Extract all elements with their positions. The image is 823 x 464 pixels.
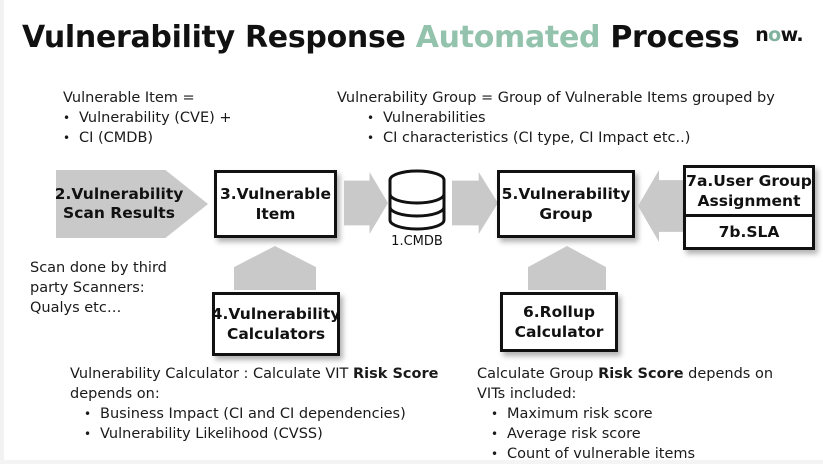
calc-note-heading-line-2: depends on: [70, 386, 160, 402]
arrow-right-icon-cmdb-to-group [452, 172, 498, 234]
flow-node-vulnerability-calculators[interactable]: 4.Vulnerability Calculators [212, 292, 340, 356]
vulnerability-group-line-1: 5.Vulnerability [501, 185, 631, 203]
arrow-left-icon-assignment-to-group [638, 170, 688, 242]
logo-text-post: w. [780, 24, 804, 46]
group-note-heading-post: depends on [683, 366, 774, 382]
vulnerability-calculators-line-2: Calculators [226, 325, 326, 343]
scan-note-line-1: Scan done by third [30, 260, 167, 276]
flow-node-vulnerable-item-label: 3.Vulnerable Item [220, 184, 331, 224]
flow-node-vulnerable-item[interactable]: 3.Vulnerable Item [214, 170, 337, 238]
definition-left-heading: Vulnerable Item = [63, 90, 195, 106]
group-note-bullet-2: Average risk score [477, 424, 773, 444]
definition-left-bullet-2: CI (CMDB) [63, 128, 232, 148]
flow-node-vulnerability-group-label: 5.Vulnerability Group [502, 184, 631, 224]
vulnerability-calculators-line-1: 4.Vulnerability [211, 305, 341, 323]
vulnerable-item-line-2: Item [255, 205, 296, 223]
definition-right-heading: Vulnerability Group = Group of Vulnerabl… [337, 90, 775, 106]
note-vulnerability-calculator: Vulnerability Calculator : Calculate VIT… [70, 364, 438, 444]
title-part-2: Process [600, 20, 740, 55]
scan-results-line-2: Scan Results [63, 204, 175, 222]
vulnerability-group-line-2: Group [539, 205, 593, 223]
definition-vulnerability-group: Vulnerability Group = Group of Vulnerabl… [337, 88, 775, 148]
calc-note-heading-pre: Vulnerability Calculator : Calculate VIT [70, 366, 354, 382]
note-group-risk-score: Calculate Group Risk Score depends on VI… [477, 364, 773, 464]
group-note-heading-pre: Calculate Group [477, 366, 599, 382]
flow-node-user-group-assignment[interactable]: 7a.User Group Assignment [686, 168, 812, 214]
note-third-party-scanners: Scan done by third party Scanners: Qualy… [30, 258, 167, 318]
group-note-heading: Calculate Group Risk Score depends on [477, 364, 773, 384]
arrow-up-icon-calculators-to-item [234, 246, 316, 290]
scan-note-line-2: party Scanners: [30, 280, 145, 296]
flow-node-sla[interactable]: 7b.SLA [686, 214, 812, 247]
calc-note-bullet-1: Business Impact (CI and CI dependencies) [70, 404, 438, 424]
user-group-assignment-line-2: Assignment [697, 192, 801, 210]
flow-node-rollup-calculator-label: 6.Rollup Calculator [515, 302, 604, 342]
flow-node-user-group-assignment-label: 7a.User Group Assignment [686, 171, 812, 211]
arrow-up-icon-rollup-to-group [528, 246, 606, 290]
scan-results-line-1: 2.Vulnerability [54, 185, 184, 203]
flow-node-vulnerability-calculators-label: 4.Vulnerability Calculators [212, 304, 341, 344]
rollup-calculator-line-2: Calculator [514, 323, 604, 341]
arrow-right-icon-item-to-cmdb [344, 172, 388, 234]
definition-right-bullet-1: Vulnerabilities [337, 108, 775, 128]
page-title: Vulnerability Response Automated Process [22, 20, 740, 55]
flow-node-rollup-calculator[interactable]: 6.Rollup Calculator [500, 292, 618, 352]
user-group-assignment-line-1: 7a.User Group [686, 172, 812, 190]
group-note-heading-line-2: VITs included: [477, 386, 577, 402]
logo-text-pre: n [755, 24, 769, 46]
definition-left-bullet-1: Vulnerability (CVE) + [63, 108, 232, 128]
flow-node-cmdb-label: 1.CMDB [391, 234, 443, 249]
flow-node-cmdb[interactable] [384, 168, 450, 232]
definition-vulnerable-item: Vulnerable Item = Vulnerability (CVE) + … [63, 88, 232, 148]
flow-node-scan-results-label: 2.Vulnerability Scan Results [54, 185, 208, 223]
flow-node-sla-label: 7b.SLA [718, 223, 780, 241]
title-part-1: Vulnerability Response [22, 20, 416, 55]
vulnerable-item-line-1: 3.Vulnerable [219, 185, 332, 203]
flow-node-vulnerability-group[interactable]: 5.Vulnerability Group [497, 170, 635, 238]
slide-left-edge [0, 0, 4, 464]
database-cylinder-icon [388, 169, 446, 231]
calc-note-bullet-2: Vulnerability Likelihood (CVSS) [70, 424, 438, 444]
group-note-bullet-1: Maximum risk score [477, 404, 773, 424]
flow-node-user-group-and-sla[interactable]: 7a.User Group Assignment 7b.SLA [683, 165, 815, 250]
logo-o-glyph: o [768, 24, 781, 46]
title-accent-word: Automated [415, 20, 601, 55]
calc-note-heading-bold: Risk Score [353, 366, 439, 382]
group-note-bullet-3: Count of vulnerable items [477, 444, 773, 464]
rollup-calculator-line-1: 6.Rollup [522, 303, 595, 321]
scan-note-line-3: Qualys etc… [30, 300, 122, 316]
servicenow-logo: now. [755, 24, 803, 46]
slide-bottom-edge [0, 460, 823, 464]
definition-right-bullet-2: CI characteristics (CI type, CI Impact e… [337, 128, 775, 148]
flow-node-scan-results[interactable]: 2.Vulnerability Scan Results [56, 170, 208, 238]
group-note-heading-bold: Risk Score [598, 366, 684, 382]
calc-note-heading: Vulnerability Calculator : Calculate VIT… [70, 364, 438, 384]
